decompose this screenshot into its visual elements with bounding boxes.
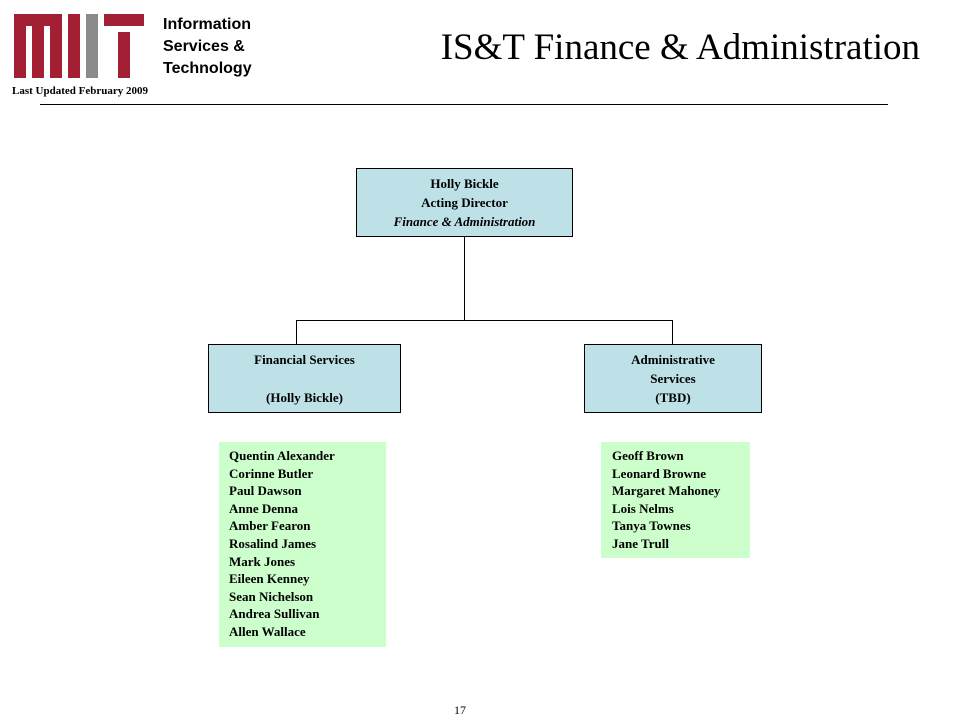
staff-member: Quentin Alexander (229, 448, 335, 463)
connector-root-down (464, 236, 465, 320)
connector-horizontal (296, 320, 673, 321)
staff-member: Corinne Butler (229, 465, 314, 481)
administrative-services-box: Administrative Services (TBD) (584, 344, 762, 413)
staff-member: Geoff Brown (612, 448, 684, 463)
unit-head: (Holly Bickle) (266, 390, 343, 405)
staff-member: Leonard Browne (612, 465, 707, 481)
unit-name: Financial Services (254, 352, 355, 367)
header-divider (40, 104, 888, 105)
staff-member: Allen Wallace (229, 623, 306, 639)
staff-member: Paul Dawson (229, 483, 302, 499)
director-box: Holly Bickle Acting Director Finance & A… (356, 168, 573, 237)
director-name: Holly Bickle (430, 176, 499, 191)
staff-member: Amber Fearon (229, 518, 311, 534)
unit-name-cont: Services (650, 371, 696, 386)
org-name-line: Technology (163, 60, 252, 77)
staff-member: Lois Nelms (612, 500, 674, 516)
director-unit: Finance & Administration (393, 214, 536, 229)
staff-member: Tanya Townes (612, 518, 691, 534)
financial-services-staff: Quentin Alexander Corinne Butler Paul Da… (219, 442, 386, 647)
connector-left-down (296, 320, 297, 344)
page-title: IS&T Finance & Administration (440, 27, 920, 68)
financial-services-box: Financial Services (Holly Bickle) (208, 344, 401, 413)
org-name: Information Services & Technology (163, 14, 252, 80)
staff-member: Eileen Kenney (229, 571, 310, 587)
staff-member: Jane Trull (612, 535, 669, 551)
staff-member: Andrea Sullivan (229, 606, 320, 622)
connector-right-down (672, 320, 673, 344)
mit-logo-icon (14, 14, 144, 78)
unit-name: Administrative (631, 352, 715, 367)
page-number: 17 (454, 703, 466, 717)
staff-member: Anne Denna (229, 500, 298, 516)
org-name-line: Services & (163, 38, 245, 55)
director-role: Acting Director (421, 195, 508, 210)
staff-member: Margaret Mahoney (612, 483, 721, 499)
staff-member: Rosalind James (229, 535, 317, 551)
staff-member: Sean Nichelson (229, 588, 314, 604)
administrative-services-staff: Geoff Brown Leonard Browne Margaret Maho… (601, 442, 750, 558)
unit-head: (TBD) (655, 390, 691, 405)
last-updated: Last Updated February 2009 (12, 85, 148, 97)
org-name-line: Information (163, 16, 251, 33)
staff-member: Mark Jones (229, 553, 296, 569)
